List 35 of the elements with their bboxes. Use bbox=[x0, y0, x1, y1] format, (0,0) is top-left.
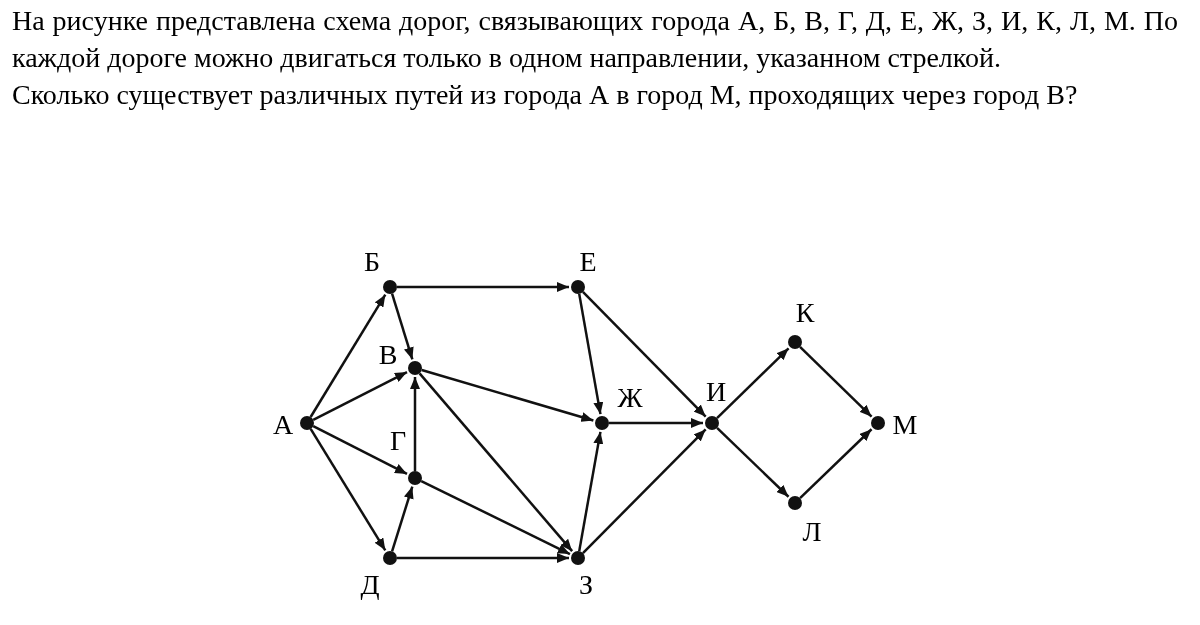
arrow bbox=[420, 479, 571, 556]
city-label: К bbox=[795, 298, 815, 328]
arrow bbox=[309, 294, 387, 418]
arrow bbox=[390, 486, 414, 552]
question-text: Сколько существует различных путей из города А в город М, проходящих через город В? bbox=[12, 78, 1079, 112]
city-label: В bbox=[378, 340, 398, 370]
arrow bbox=[418, 372, 574, 552]
arrow bbox=[397, 553, 569, 563]
city-label: Г bbox=[389, 426, 407, 456]
question-text: На рисунке представлена схема дорог, связывающих города А, Б, В, Г, Д, Е, Ж, З, И, К, Л, М. По каждой дороге можно двигаться только в одном направлении, указанном стрелкой. bbox=[12, 4, 1178, 75]
city-label: И bbox=[705, 377, 727, 407]
arrow bbox=[609, 418, 703, 428]
arrow bbox=[312, 425, 408, 476]
arrow bbox=[312, 370, 408, 421]
arrow bbox=[582, 428, 707, 554]
arrow bbox=[397, 282, 569, 292]
city-label: Ж bbox=[617, 383, 643, 413]
arrow bbox=[716, 347, 790, 419]
arrow bbox=[578, 431, 604, 552]
arrow bbox=[799, 428, 873, 500]
arrow bbox=[390, 293, 414, 360]
arrow bbox=[421, 368, 594, 422]
city-label: Л bbox=[802, 517, 822, 547]
arrow bbox=[309, 428, 387, 551]
city-label: М bbox=[892, 410, 918, 440]
city-label: З bbox=[579, 570, 593, 600]
city-label: Б bbox=[363, 247, 381, 277]
arrow bbox=[799, 346, 873, 418]
city-label: Е bbox=[579, 247, 597, 277]
arrow bbox=[716, 426, 790, 498]
city-label: Д bbox=[360, 570, 380, 600]
city-label: А bbox=[272, 410, 294, 440]
arrow bbox=[582, 291, 707, 418]
arrow bbox=[410, 377, 420, 471]
arrow bbox=[578, 293, 604, 415]
